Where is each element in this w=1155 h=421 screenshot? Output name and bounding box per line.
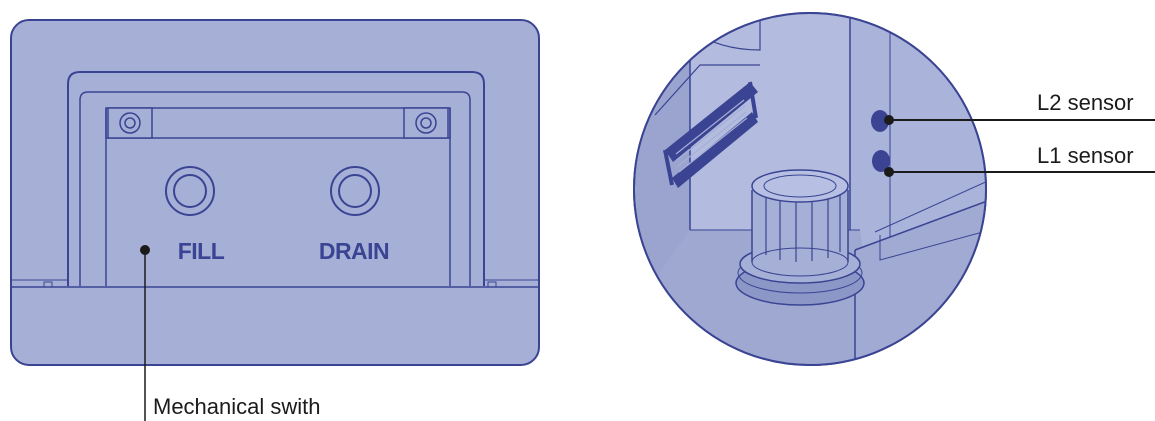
sensor-closeup: L2 sensor L1 sensor (630, 0, 1155, 380)
float-knob-icon (736, 170, 864, 305)
fill-button[interactable] (166, 167, 214, 215)
l2-sensor-callout: L2 sensor (1037, 90, 1134, 115)
drain-button[interactable] (331, 167, 379, 215)
drain-label: DRAIN (319, 238, 389, 264)
control-panel: FILL DRAIN Mechanical swith (11, 20, 539, 421)
l1-sensor-callout: L1 sensor (1037, 143, 1134, 168)
mechanical-switch-callout: Mechanical swith (153, 394, 321, 419)
fill-label: FILL (178, 238, 225, 264)
